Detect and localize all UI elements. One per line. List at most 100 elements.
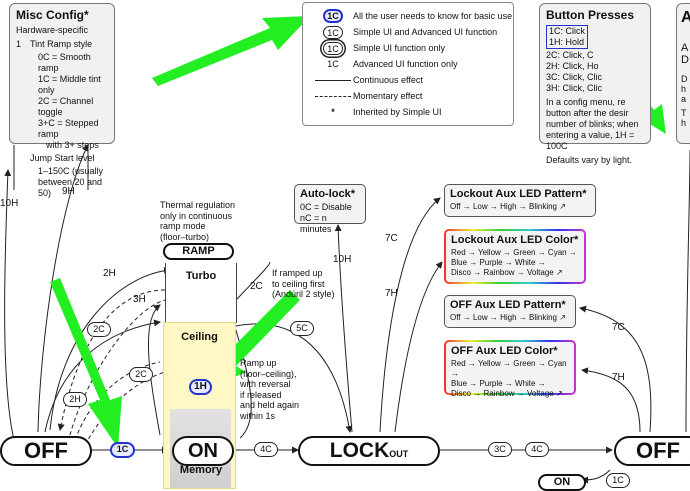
click-1c-pill: 1C <box>110 442 135 458</box>
hold-note-line: within 1s <box>240 410 276 421</box>
press-line: 3H: Click, Clic <box>546 83 603 93</box>
memory-label: Memory <box>179 464 223 476</box>
hold-note: Ramp up (floor–ceiling), with reversal i… <box>240 358 320 421</box>
legend-row: Continuous effect <box>303 72 515 88</box>
hold-1h-pill: 1H <box>189 379 212 395</box>
button-presses-title: Button Presses <box>546 8 635 22</box>
legend-advanced-only-symbol: 1C <box>327 59 339 69</box>
misc-config-item1-line: 1C = Middle tint only <box>38 74 101 95</box>
off-state-right: OFF <box>614 436 690 466</box>
lockout-aux-pattern-box: Lockout Aux LED Pattern* Off → Low → Hig… <box>444 184 596 217</box>
pill-1c-b: 1C <box>606 473 630 488</box>
legend-panel: 1C All the user needs to know for basic … <box>302 2 514 126</box>
misc-config-item1-line: 2C = Channel toggle <box>38 96 94 117</box>
misc-config-item2-line: 1–150C (usually <box>38 166 104 176</box>
ceiling-label: Ceiling <box>181 331 218 343</box>
misc-config-item2-line: between 20 and 50) <box>38 177 103 198</box>
press-line: 2H: Click, Ho <box>546 61 599 71</box>
lockout-state: LOCKOUT <box>298 436 440 466</box>
cutoff-panel: A A D D h a T h <box>676 3 690 144</box>
button-presses-panel: Button Presses 1C: Click 1H: Hold 2C: Cl… <box>539 3 651 165</box>
press-line: 3C: Click, Clic <box>546 72 603 82</box>
legend-row: Momentary effect <box>303 88 515 104</box>
cutoff-text: D <box>681 74 688 84</box>
lockout-label: LOCK <box>329 439 390 462</box>
pill-4c: 4C <box>254 442 278 457</box>
pill-5c: 5C <box>290 321 314 336</box>
label-9h: 9H <box>62 186 75 197</box>
pill-4c-b: 4C <box>525 442 549 457</box>
cutoff-text: D <box>681 54 689 66</box>
defaults-note: Defaults vary by light. <box>546 155 633 165</box>
legend-row: * Inherited by Simple UI <box>303 104 515 120</box>
legend-text: Advanced UI function only <box>353 59 458 69</box>
legend-text: Inherited by Simple UI <box>353 107 442 117</box>
cutoff-text: a <box>681 94 687 104</box>
legend-text: Simple UI function only <box>353 43 446 53</box>
momentary-line-icon <box>315 96 351 97</box>
ramped-note-line: (Andúril 2 style) <box>272 289 335 299</box>
legend-text: Continuous effect <box>353 75 423 85</box>
legend-text: All the user needs to know for basic use <box>353 11 513 21</box>
legend-simple-only-symbol: 1C <box>323 42 343 55</box>
press-line: 1C: Click <box>549 26 586 36</box>
legend-row: 1C All the user needs to know for basic … <box>303 8 515 24</box>
hold-note-line: (floor–ceiling), <box>240 368 297 379</box>
ramp-state: RAMP <box>163 243 234 260</box>
config-note-line: button after the desir <box>546 108 629 118</box>
label-2c: 2C <box>250 281 263 292</box>
label-7h: 7H <box>385 288 398 299</box>
lockout-aux-color-box: Lockout Aux LED Color* Red → Yellow → Gr… <box>444 229 586 284</box>
pill-2c-b: 2C <box>129 367 153 382</box>
off-aux-color-box: OFF Aux LED Color* Red → Yellow → Green … <box>444 340 576 398</box>
press-line: 1H: Hold <box>549 37 585 47</box>
aux-box-line: Red → Yellow → Green → Cyan → <box>451 359 567 378</box>
misc-config-item1-line: 3+C = Stepped ramp <box>38 118 99 139</box>
aux-box-line: Off → Low → High → Blinking ↗ <box>450 202 566 211</box>
legend-row: 1C Simple UI function only <box>303 40 515 56</box>
legend-text: Simple UI and Advanced UI function <box>353 27 498 37</box>
pill-3c: 3C <box>488 442 512 457</box>
hold-note-line: Ramp up <box>240 358 277 368</box>
label-10h: 10H <box>0 198 19 209</box>
legend-row: 1C Simple UI and Advanced UI function <box>303 24 515 40</box>
label-10h-b: 10H <box>333 254 352 265</box>
aux-box-title: Lockout Aux LED Pattern* <box>450 188 587 200</box>
cutoff-text: T <box>681 108 687 118</box>
aux-box-title: OFF Aux LED Color* <box>451 345 558 357</box>
thermal-note-line: only in continuous <box>160 210 233 221</box>
autolock-line: nC = n minutes <box>300 213 332 234</box>
aux-box-line: Disco → Rainbow → Voltage ↗ <box>451 268 563 277</box>
cutoff-text: A <box>681 42 689 54</box>
misc-config-item1-num: 1 <box>16 39 22 49</box>
basic-presses-highlight: 1C: Click 1H: Hold <box>546 25 589 49</box>
pill-2h: 2H <box>63 392 87 407</box>
thermal-note-line: Thermal regulation <box>160 200 236 210</box>
aux-box-line: Disco → Rainbow → Voltage ↗ <box>451 389 563 398</box>
aux-box-line: Red → Yellow → Green → Cyan → <box>451 248 577 257</box>
legend-text: Momentary effect <box>353 91 423 101</box>
autolock-title: Auto-lock* <box>300 188 355 200</box>
ramped-note-line: to ceiling first <box>272 278 325 289</box>
label-2h: 2H <box>103 268 116 279</box>
pill-2c: 2C <box>87 322 111 337</box>
misc-config-subtitle: Hardware-specific <box>16 25 89 35</box>
thermal-note-line: ramp mode <box>160 221 206 231</box>
misc-config-title: Misc Config* <box>16 8 89 22</box>
aux-box-title: OFF Aux LED Pattern* <box>450 299 566 311</box>
cutoff-text: h <box>681 118 687 128</box>
misc-config-item1-line: 0C = Smooth ramp <box>38 52 91 73</box>
ramped-note: If ramped up to ceiling first (Andúril 2… <box>272 268 362 300</box>
press-line: 2C: Click, C <box>546 50 594 60</box>
thermal-note-line: (floor–turbo) <box>160 231 210 242</box>
on-state-small: ON <box>538 474 586 491</box>
hold-note-line: and held again <box>240 400 300 410</box>
label-7h-b: 7H <box>612 372 625 383</box>
asterisk-symbol: * <box>331 107 335 117</box>
misc-config-panel: Misc Config* Hardware-specific 1 Tint Ra… <box>9 3 115 198</box>
aux-box-line: Blue → Purple → White → <box>451 258 546 267</box>
config-note-line: number of blinks; when <box>546 119 639 129</box>
label-3h: 3H <box>133 294 146 305</box>
misc-config-item1-title: Tint Ramp style <box>30 39 93 49</box>
hold-note-line: if released <box>240 389 282 400</box>
